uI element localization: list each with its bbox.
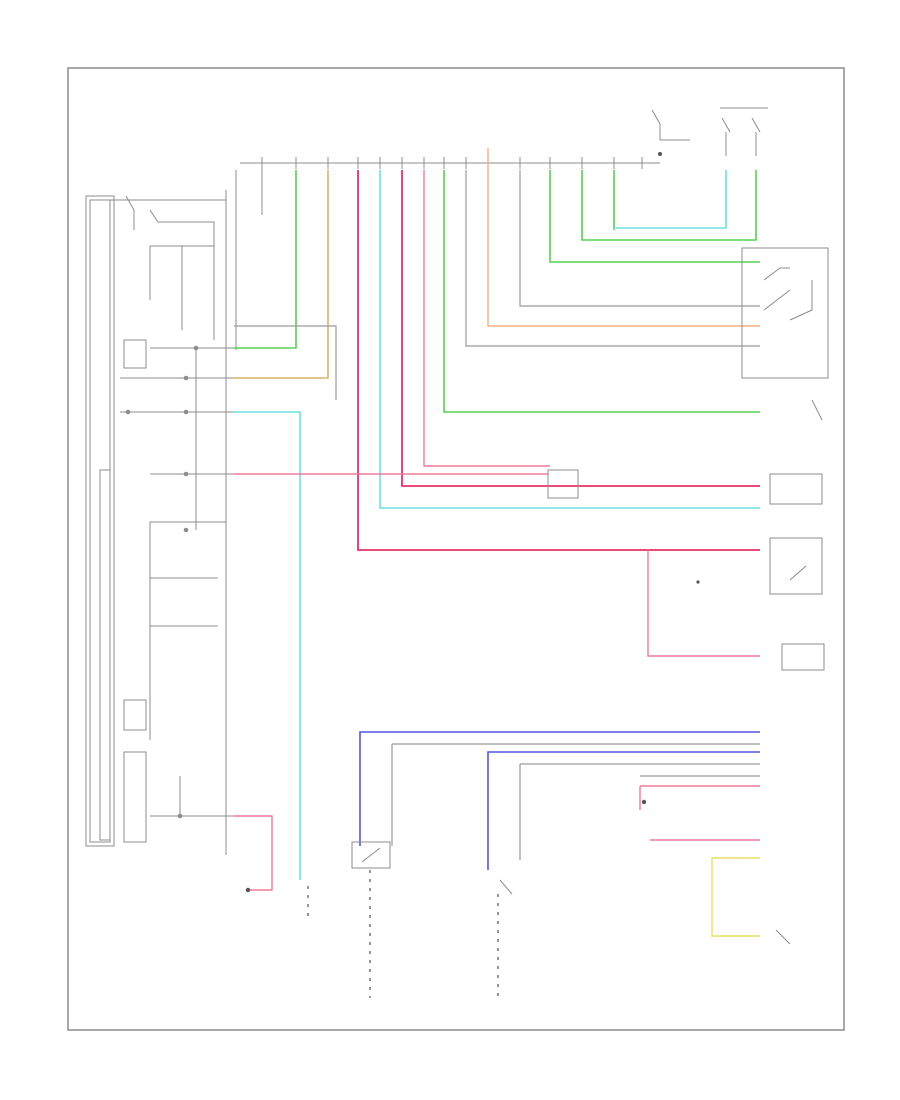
diagram-frame: [67, 67, 845, 1031]
top-connector-bus: [235, 162, 660, 350]
right-components: [351, 247, 829, 945]
wire-yellow: [711, 857, 760, 937]
switch-symbol-icon: [651, 107, 768, 156]
wire-gray: [234, 170, 760, 860]
control-module-block: [85, 190, 227, 855]
switch-symbol-icon: [125, 195, 215, 340]
diode-symbol-icon: [245, 152, 700, 893]
ground-symbol-icon: [307, 870, 499, 998]
wire-red: [357, 170, 760, 551]
wire-blue: [359, 731, 760, 870]
wire-orange: [487, 148, 760, 327]
left-junctions: [120, 345, 234, 819]
wire-cyan: [234, 170, 760, 880]
wire-green: [234, 170, 760, 413]
wire-pink: [234, 170, 760, 891]
wire-tan: [234, 170, 329, 379]
